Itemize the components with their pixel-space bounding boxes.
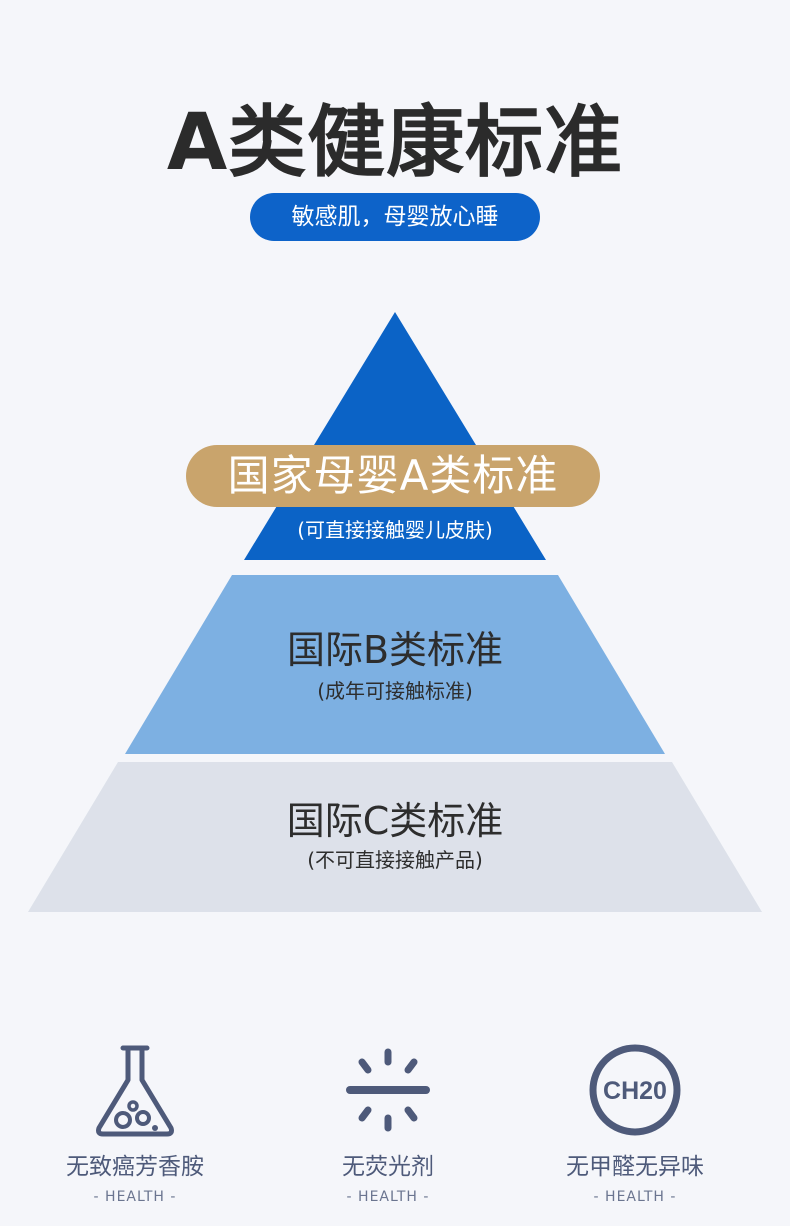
tier-c-sub: (不可直接接触产品) bbox=[307, 848, 483, 872]
feature-label: 无甲醛无异味 bbox=[566, 1154, 704, 1180]
ch2o-icon-text: CH20 bbox=[603, 1077, 667, 1105]
tier-b-sub: (成年可接触标准) bbox=[317, 679, 473, 703]
tier-c-label: 国际C类标准 bbox=[286, 799, 504, 843]
flask-icon bbox=[96, 1045, 174, 1137]
feature-no-fluorescent: 无荧光剂 - HEALTH - bbox=[268, 1040, 508, 1206]
tier-a-badge: 国家母婴A类标准 bbox=[186, 445, 600, 507]
feature-no-amine: 无致癌芳香胺 - HEALTH - bbox=[15, 1040, 255, 1206]
feature-sub: - HEALTH - bbox=[93, 1189, 177, 1205]
feature-label: 无致癌芳香胺 bbox=[66, 1154, 204, 1180]
page-title: A类健康标准 bbox=[166, 98, 624, 188]
tier-b-label: 国际B类标准 bbox=[286, 628, 504, 672]
feature-sub: - HEALTH - bbox=[593, 1189, 677, 1205]
ch2o-icon: CH20 bbox=[589, 1044, 681, 1136]
tier-b-trapezoid bbox=[125, 575, 665, 754]
tier-a-sub: (可直接接触婴儿皮肤) bbox=[297, 518, 493, 542]
subtitle-pill: 敏感肌，母婴放心睡 bbox=[250, 193, 540, 241]
feature-no-formaldehyde: CH20 无甲醛无异味 - HEALTH - bbox=[515, 1040, 755, 1206]
tier-c-trapezoid bbox=[28, 762, 762, 912]
no-fluorescent-icon bbox=[346, 1048, 430, 1132]
feature-sub: - HEALTH - bbox=[346, 1189, 430, 1205]
feature-label: 无荧光剂 bbox=[342, 1154, 434, 1180]
